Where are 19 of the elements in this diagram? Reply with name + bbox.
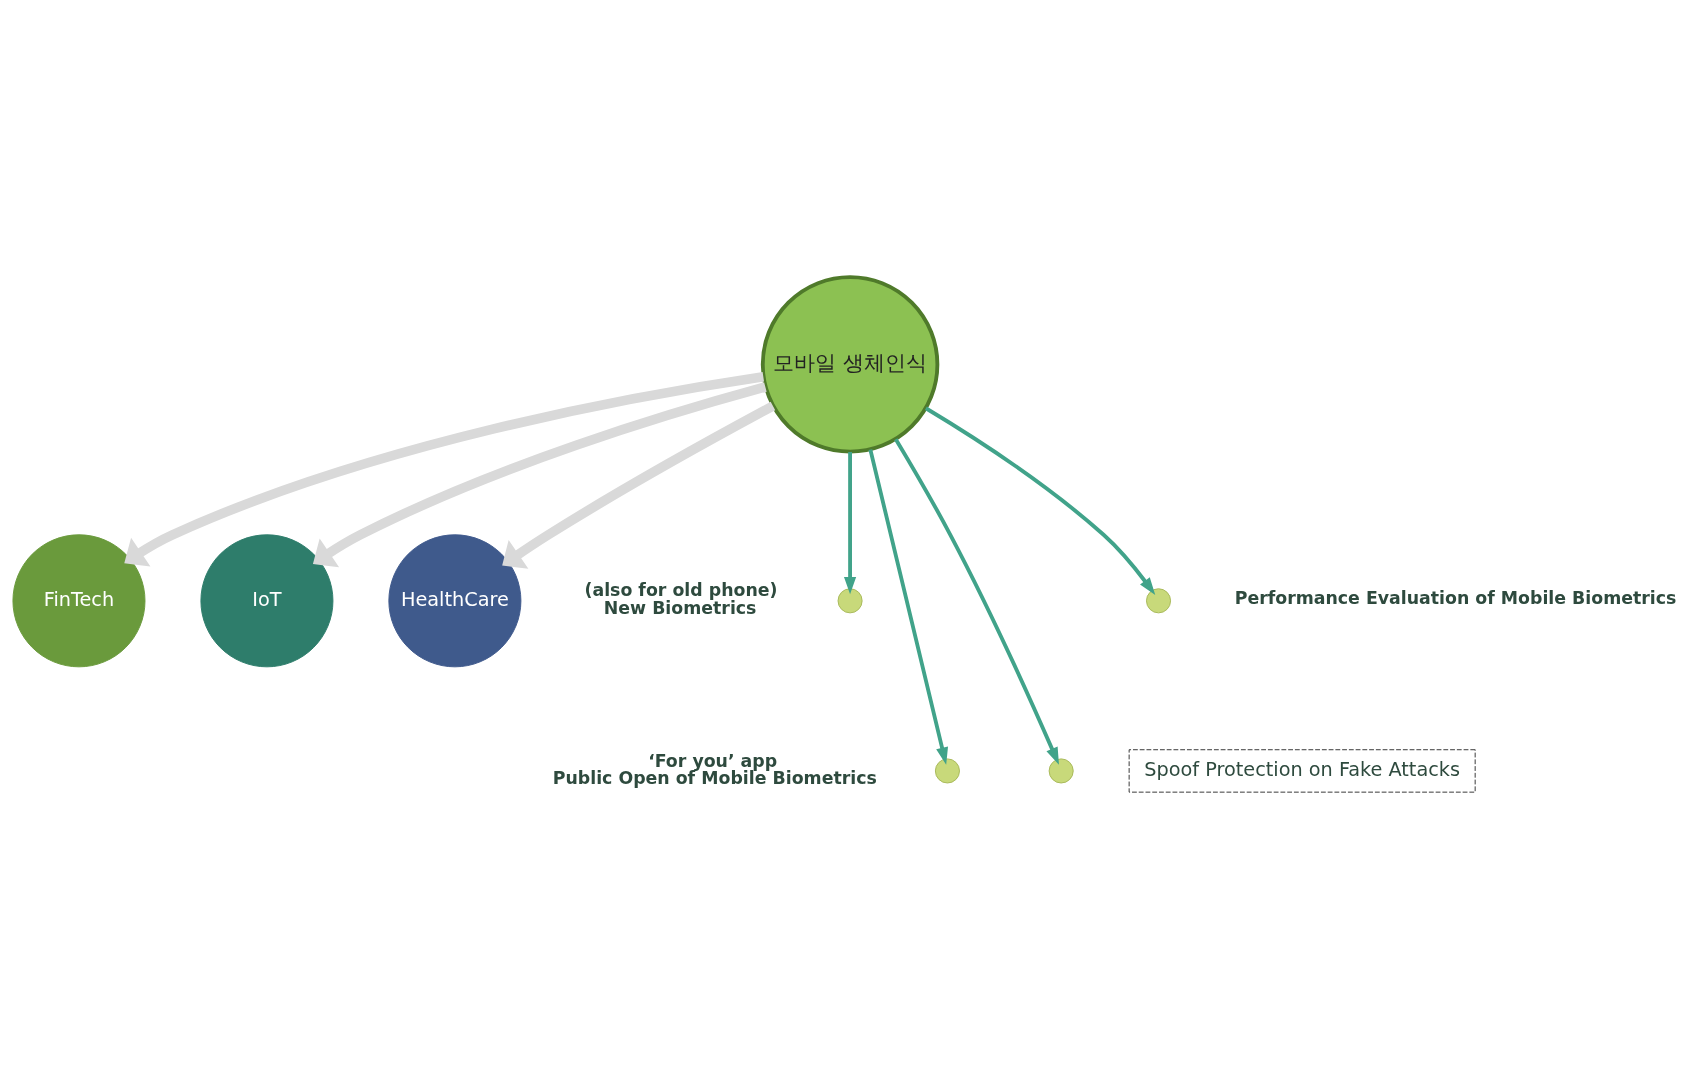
arrow: [894, 438, 1059, 765]
node-circle: [837, 588, 863, 614]
node-label: Performance Evaluation of Mobile Biometrics: [1234, 588, 1677, 609]
arrow: [124, 371, 765, 567]
node-label: ‘For you’ app: [648, 750, 778, 771]
arrow: [868, 449, 949, 765]
node-box: Spoof Protection on Fake Attacks: [1128, 749, 1476, 793]
arrow: [502, 401, 776, 569]
node-circle: [1048, 758, 1074, 784]
node-circle: HealthCare: [388, 534, 522, 668]
node-label: (also for old phone): [584, 580, 778, 601]
arrow: [312, 382, 767, 568]
node-circle: IoT: [200, 534, 334, 668]
node-circle: 모바일 생체인식: [760, 275, 940, 454]
node-circle: [934, 758, 960, 784]
arrow: [924, 406, 1156, 595]
node-circle: [1146, 588, 1172, 614]
node-circle: FinTech: [12, 534, 146, 668]
arrow: [843, 452, 857, 595]
